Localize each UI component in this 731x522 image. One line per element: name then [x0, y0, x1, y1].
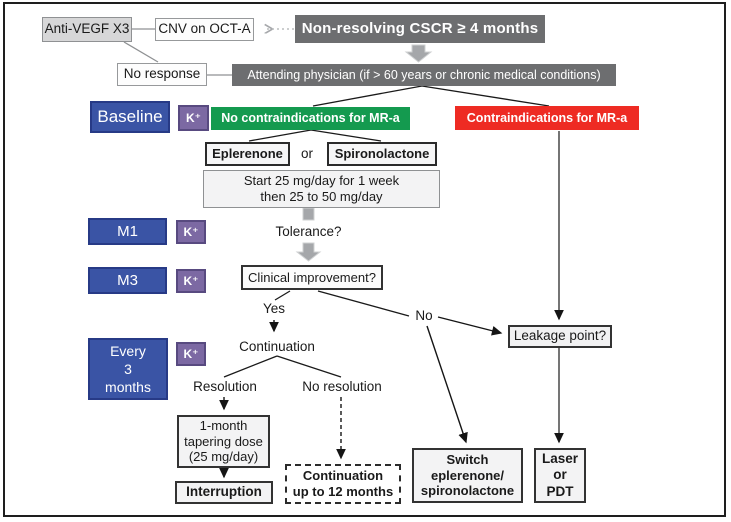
- no-label: No: [415, 307, 433, 323]
- node-no-contraindications: No contraindications for MR-a: [211, 107, 410, 130]
- node-clinical-improvement: Clinical improvement?: [241, 265, 383, 290]
- node-start-dose: Start 25 mg/day for 1 week then 25 to 50…: [203, 170, 440, 208]
- yes-label: Yes: [262, 300, 286, 316]
- node-k-plus-m1: K⁺: [176, 220, 206, 244]
- or-connector-label: or: [300, 145, 313, 161]
- node-every-3-months: Every 3 months: [88, 338, 168, 400]
- node-laser-or-pdt: Laser or PDT: [534, 448, 586, 503]
- node-eplerenone: Eplerenone: [205, 142, 290, 166]
- node-k-plus-baseline: K⁺: [178, 105, 209, 131]
- node-tapering-dose: 1-month tapering dose (25 mg/day): [177, 415, 270, 468]
- resolution-label: Resolution: [193, 378, 257, 394]
- node-leakage-point: Leakage point?: [508, 325, 612, 348]
- node-attending-physician: Attending physician (if > 60 years or ch…: [232, 64, 616, 86]
- continuation-label: Continuation: [239, 338, 315, 354]
- node-continuation-12-months: Continuation up to 12 months: [285, 464, 401, 504]
- node-anti-vegf: Anti-VEGF X3: [42, 17, 132, 42]
- node-contraindications: Contraindications for MR-a: [455, 106, 639, 130]
- no-resolution-label: No resolution: [302, 378, 382, 394]
- tolerance-label: Tolerance?: [275, 223, 342, 239]
- node-non-resolving-cscr: Non-resolving CSCR ≥ 4 months: [295, 15, 545, 43]
- node-m1: M1: [88, 218, 167, 245]
- node-k-plus-every-3-months: K⁺: [176, 342, 206, 366]
- node-no-response: No response: [117, 63, 207, 86]
- node-k-plus-m3: K⁺: [176, 269, 206, 293]
- node-interruption: Interruption: [175, 481, 273, 504]
- node-spironolactone: Spironolactone: [327, 142, 437, 166]
- node-baseline: Baseline: [90, 101, 170, 133]
- node-cnv-oct-a: CNV on OCT-A: [155, 18, 254, 41]
- node-switch-drug: Switch eplerenone/ spironolactone: [412, 448, 523, 503]
- node-m3: M3: [88, 267, 167, 294]
